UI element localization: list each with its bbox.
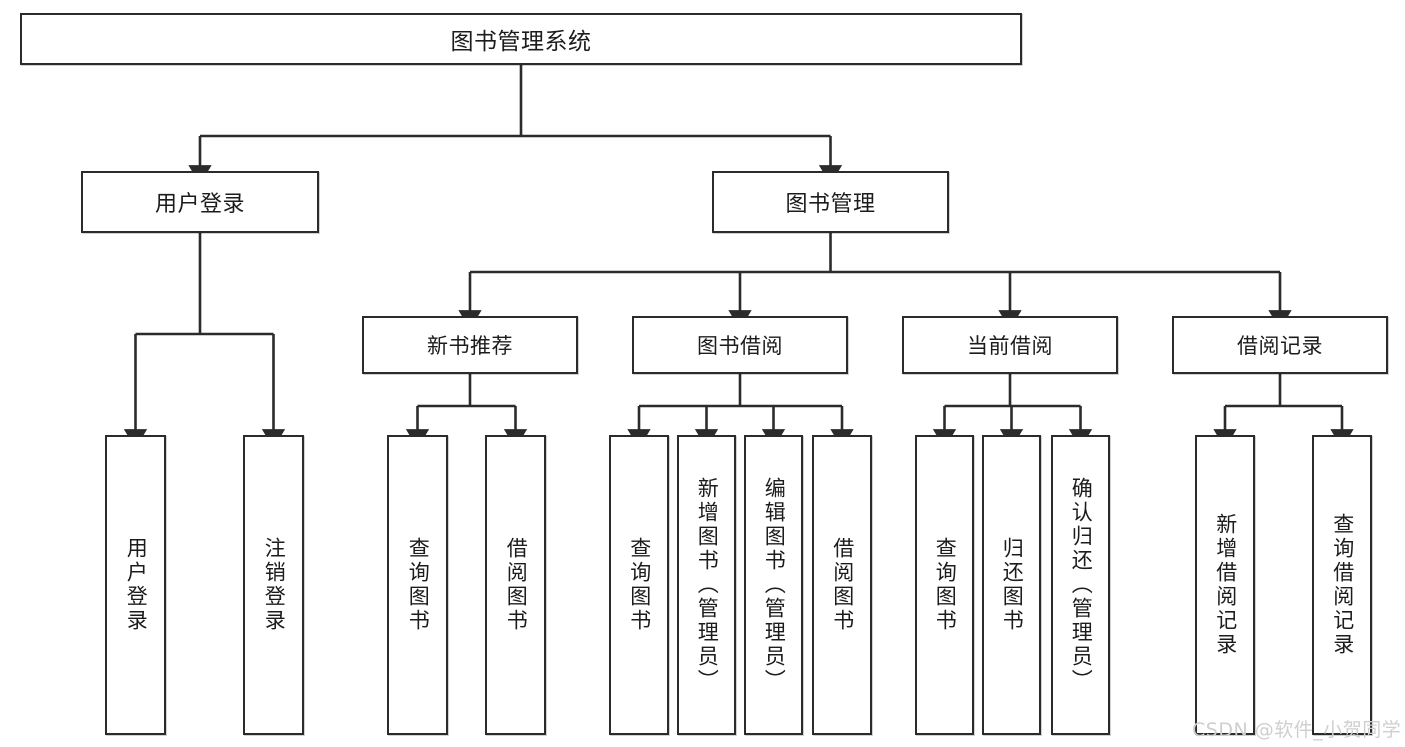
- node-label: 确认归还（管理员）: [1069, 477, 1094, 693]
- node-new-book-recommend[interactable]: 新书推荐: [362, 316, 578, 374]
- node-label: 图书管理: [785, 192, 876, 217]
- node-label: 图书借阅: [697, 334, 783, 358]
- node-content: 借阅记录: [1174, 318, 1386, 372]
- node-label: 查询借阅记录: [1330, 513, 1355, 657]
- node-label: 用户登录: [124, 537, 149, 633]
- node-label: 新增图书（管理员）: [695, 477, 720, 693]
- node-content: 新增图书（管理员）: [679, 437, 734, 733]
- node-content: 查询图书: [389, 437, 446, 733]
- node-label: 借阅图书: [504, 537, 529, 633]
- node-leaf-edit-book[interactable]: 编辑图书（管理员）: [744, 435, 803, 735]
- node-content: 借阅图书: [814, 437, 870, 733]
- node-leaf-query-book-2[interactable]: 查询图书: [609, 435, 669, 735]
- node-content: 新书推荐: [364, 318, 576, 372]
- node-content: 图书管理系统: [22, 15, 1020, 63]
- node-leaf-user-login[interactable]: 用户登录: [105, 435, 166, 735]
- node-label: 归还图书: [1000, 537, 1025, 633]
- node-content: 归还图书: [984, 437, 1039, 733]
- node-content: 新增借阅记录: [1197, 437, 1253, 733]
- node-label: 查询图书: [627, 537, 652, 633]
- node-leaf-logout[interactable]: 注销登录: [243, 435, 304, 735]
- node-content: 图书管理: [714, 173, 947, 231]
- node-label: 借阅图书: [830, 537, 855, 633]
- node-root[interactable]: 图书管理系统: [20, 13, 1022, 65]
- node-current-borrow[interactable]: 当前借阅: [902, 316, 1118, 374]
- node-label: 当前借阅: [967, 334, 1053, 358]
- node-content: 确认归还（管理员）: [1053, 437, 1108, 733]
- node-user-login[interactable]: 用户登录: [81, 171, 319, 233]
- node-leaf-query-record[interactable]: 查询借阅记录: [1312, 435, 1372, 735]
- node-label: 新增借阅记录: [1213, 513, 1238, 657]
- node-leaf-add-book[interactable]: 新增图书（管理员）: [677, 435, 736, 735]
- node-book-borrow[interactable]: 图书借阅: [632, 316, 848, 374]
- node-content: 当前借阅: [904, 318, 1116, 372]
- node-leaf-query-book-1[interactable]: 查询图书: [387, 435, 448, 735]
- node-borrow-record[interactable]: 借阅记录: [1172, 316, 1388, 374]
- node-label: 图书管理系统: [450, 29, 592, 55]
- node-leaf-add-record[interactable]: 新增借阅记录: [1195, 435, 1255, 735]
- node-content: 查询图书: [611, 437, 667, 733]
- node-label: 查询图书: [406, 537, 431, 633]
- node-leaf-confirm-return[interactable]: 确认归还（管理员）: [1051, 435, 1110, 735]
- node-content: 图书借阅: [634, 318, 846, 372]
- node-book-manage[interactable]: 图书管理: [712, 171, 949, 233]
- node-leaf-borrow-book-2[interactable]: 借阅图书: [812, 435, 872, 735]
- node-label: 新书推荐: [427, 334, 513, 358]
- node-content: 注销登录: [245, 437, 302, 733]
- node-content: 用户登录: [107, 437, 164, 733]
- csdn-watermark: CSDN @软件_小贺同学: [1192, 719, 1402, 741]
- node-content: 查询借阅记录: [1314, 437, 1370, 733]
- node-leaf-borrow-book-1[interactable]: 借阅图书: [485, 435, 546, 735]
- node-label: 用户登录: [154, 192, 245, 217]
- node-content: 编辑图书（管理员）: [746, 437, 801, 733]
- node-content: 查询图书: [917, 437, 972, 733]
- node-label: 编辑图书（管理员）: [762, 477, 787, 693]
- node-content: 借阅图书: [487, 437, 544, 733]
- node-leaf-return-book[interactable]: 归还图书: [982, 435, 1041, 735]
- node-label: 注销登录: [262, 537, 287, 633]
- node-content: 用户登录: [83, 173, 317, 231]
- node-label: 借阅记录: [1237, 334, 1323, 358]
- node-leaf-query-book-3[interactable]: 查询图书: [915, 435, 974, 735]
- node-label: 查询图书: [933, 537, 958, 633]
- connector-lines: [123, 65, 1354, 449]
